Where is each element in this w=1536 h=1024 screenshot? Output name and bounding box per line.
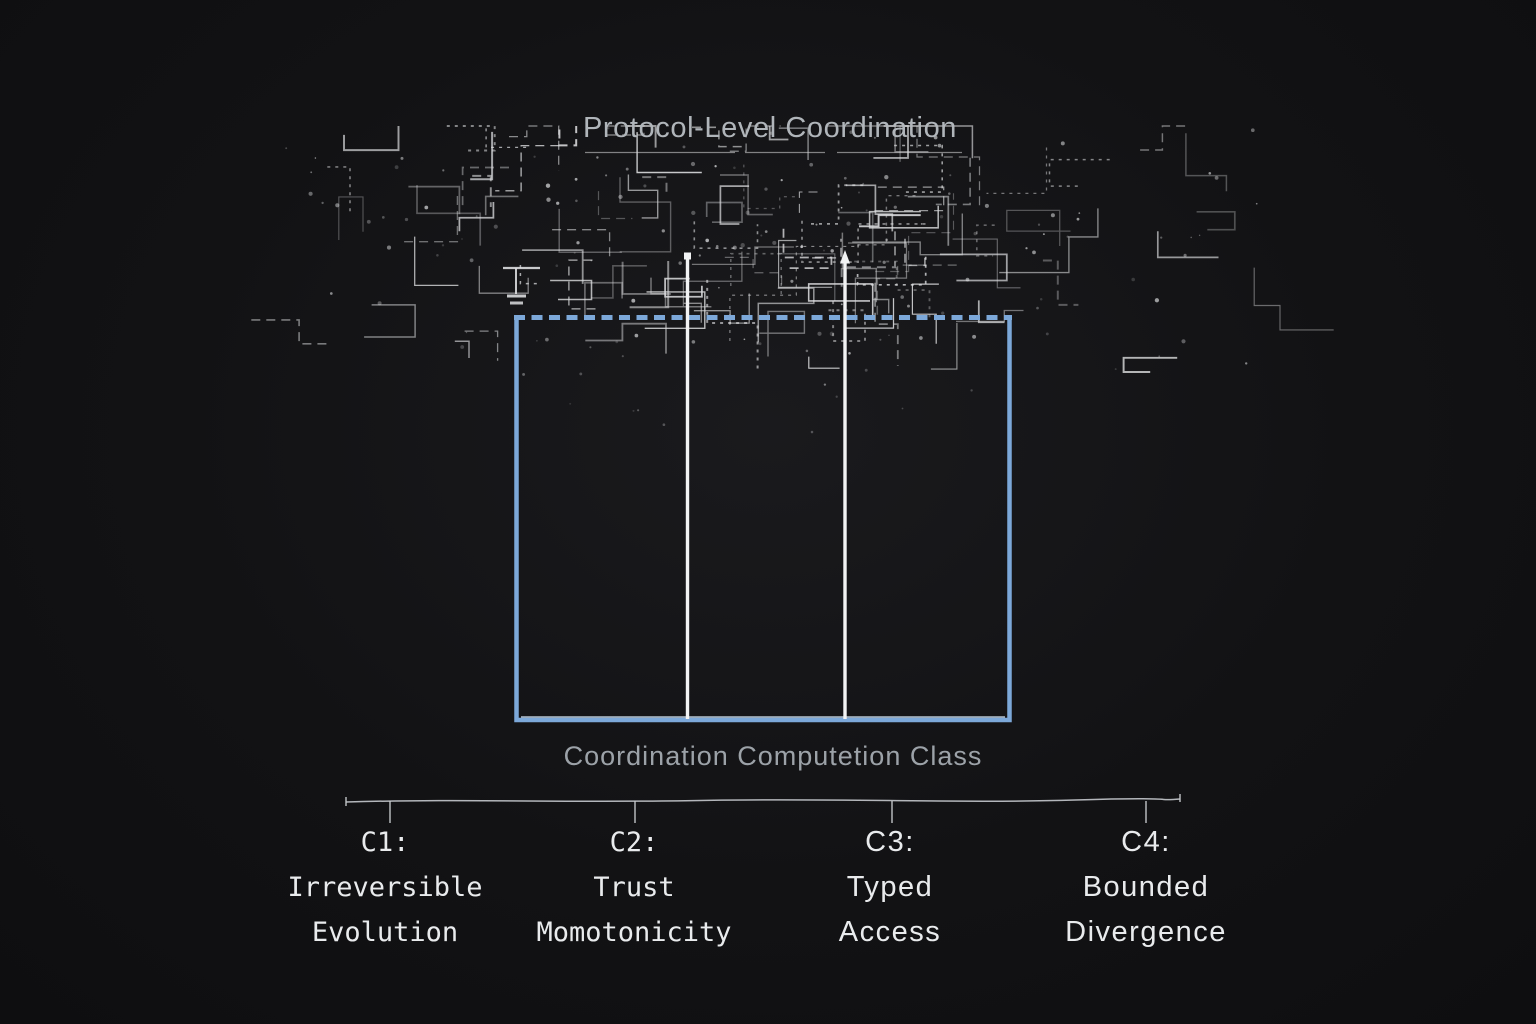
- diagram-title: Protocol-Level Coordination: [582, 112, 958, 144]
- class-label-line: Evolution: [311, 917, 459, 948]
- class-label-line: C1:: [360, 827, 410, 858]
- class-label-c4: C4: Bounded Divergence: [1065, 820, 1227, 955]
- class-label-line: Typed: [846, 871, 934, 903]
- class-label-line: C2:: [609, 827, 659, 858]
- class-label-line: Momotonicity: [536, 917, 732, 948]
- class-label-line: Irreversible: [287, 872, 483, 903]
- class-label-line: C4:: [1121, 826, 1171, 858]
- connector-right: [840, 250, 850, 719]
- coordination-box-border: [514, 318, 1012, 723]
- connector-right-arrowhead: [840, 250, 850, 264]
- class-axis: [345, 794, 1181, 823]
- class-label-line: Trust: [593, 872, 675, 903]
- class-label-line: C3:: [865, 826, 915, 858]
- coordination-box: [514, 315, 1012, 723]
- class-label-line: Divergence: [1065, 916, 1227, 948]
- class-label-c3: C3: Typed Access: [839, 820, 941, 955]
- box-caption: Coordination Computetion Class: [563, 741, 983, 771]
- class-label-c1: C1: Irreversible Evolution: [287, 820, 482, 955]
- class-label-c2: C2: Trust Momotonicity: [536, 820, 731, 955]
- class-label-line: Access: [838, 916, 942, 948]
- connector-left: [684, 252, 691, 719]
- class-label-line: Bounded: [1082, 871, 1210, 903]
- axis-line: [345, 797, 1181, 803]
- circuit-noise-pattern: [245, 125, 1334, 434]
- connector-left-node-cap: [684, 252, 691, 260]
